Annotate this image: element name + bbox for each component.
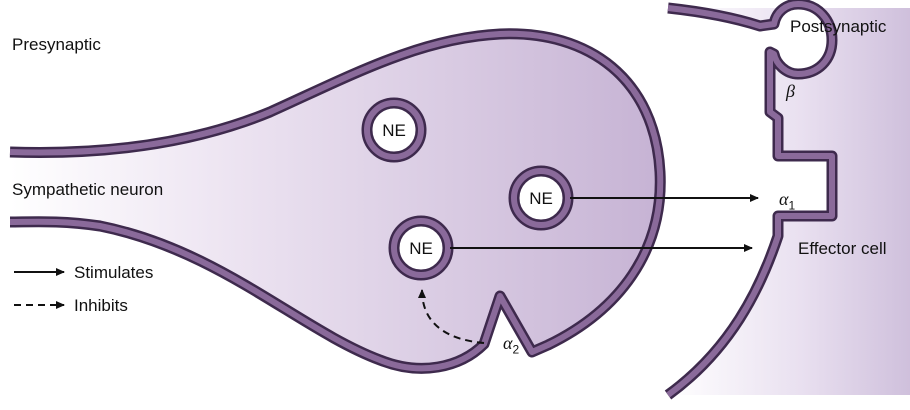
beta-receptor-label: β bbox=[786, 81, 795, 101]
vesicle-ne-label: NE bbox=[409, 239, 433, 258]
vesicle-ne-label: NE bbox=[529, 189, 553, 208]
presynaptic-neuron bbox=[9, 28, 666, 374]
presynaptic-label: Presynaptic bbox=[12, 35, 101, 54]
vesicle-ne-label: NE bbox=[382, 121, 406, 140]
vesicle-ne: NE bbox=[388, 215, 454, 281]
effector-cell-label: Effector cell bbox=[798, 239, 887, 258]
alpha1-receptor-label: α1 bbox=[779, 189, 796, 213]
postsynaptic-cell bbox=[664, 0, 910, 400]
alpha2-receptor-label: α2 bbox=[503, 333, 520, 357]
sympathetic-neuron-label: Sympathetic neuron bbox=[12, 180, 164, 199]
legend-stimulates-label: Stimulates bbox=[74, 263, 154, 282]
vesicle-ne: NE bbox=[508, 165, 574, 231]
legend-inhibits-label: Inhibits bbox=[74, 296, 128, 315]
vesicle-ne: NE bbox=[361, 97, 427, 163]
postsynaptic-label: Postsynaptic bbox=[790, 17, 887, 36]
